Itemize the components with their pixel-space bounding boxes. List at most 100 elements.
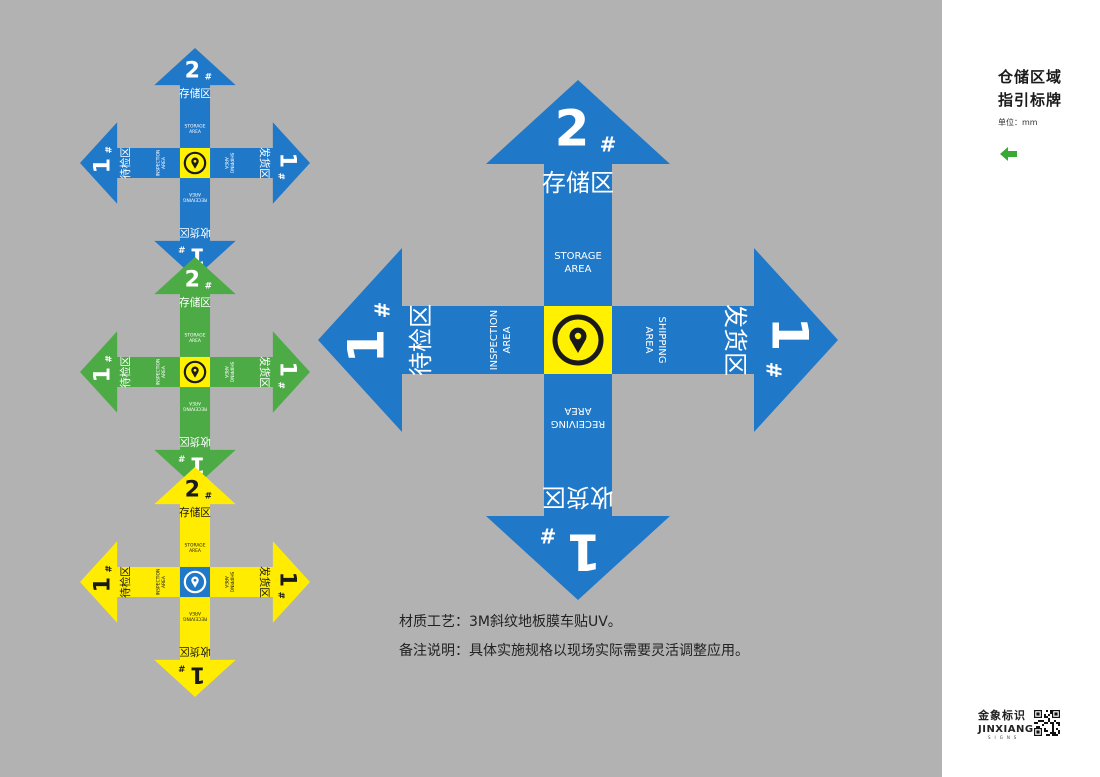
left-cn-label: 待检区 — [119, 356, 132, 388]
location-pin-icon — [552, 314, 604, 366]
location-pin-icon — [183, 151, 207, 175]
top-en-label-1: STORAGE — [185, 332, 206, 338]
top-en-label-2: AREA — [189, 338, 201, 344]
bottom-cn-label: 收货区 — [179, 435, 211, 448]
bottom-hash: # — [178, 452, 185, 462]
top-number: 2 — [185, 477, 200, 503]
left-hash: # — [105, 146, 115, 153]
left-cn-label: 待检区 — [119, 147, 132, 179]
small-green-sign: 2#存储区STORAGEAREA1#发货区SHIPPINGAREA1#收货区RE… — [80, 257, 310, 487]
top-cn-label: 存储区 — [179, 506, 211, 519]
right-en-label-2: AREA — [223, 576, 229, 588]
bottom-en-label-2: AREA — [189, 610, 201, 616]
logo-cn: 金象标识 — [978, 709, 1026, 722]
remark-note: 备注说明：具体实施规格以现场实际需要灵活调整应用。 — [399, 643, 749, 659]
top-number: 2 — [185, 58, 200, 84]
right-cn-label: 发货区 — [258, 147, 271, 179]
right-en-label-2: AREA — [223, 157, 229, 169]
right-en-label-1: SHIPPING — [229, 362, 235, 383]
right-number: 1 — [275, 153, 301, 168]
logo-en: JINXIANG — [978, 724, 1034, 735]
right-cn-label: 发货区 — [721, 304, 749, 376]
left-hash: # — [105, 565, 115, 572]
bottom-en-label-1: RECEIVING — [551, 418, 606, 429]
left-en-label-1: INSPECTION — [155, 569, 161, 596]
top-hash: # — [600, 133, 617, 157]
left-number: 1 — [90, 367, 116, 382]
top-cn-label: 存储区 — [179, 296, 211, 309]
bottom-hash: # — [540, 524, 557, 548]
bottom-hash: # — [178, 662, 185, 672]
left-cn-label: 待检区 — [407, 304, 435, 376]
left-en-label-1: INSPECTION — [155, 150, 161, 177]
bottom-cn-label: 收货区 — [179, 645, 211, 658]
right-cn-label: 发货区 — [258, 356, 271, 388]
qr-code-icon — [1034, 710, 1060, 736]
top-hash: # — [205, 492, 212, 502]
small-yellow-sign: 2#存储区STORAGEAREA1#发货区SHIPPINGAREA1#收货区RE… — [80, 467, 310, 697]
top-cn-label: 存储区 — [179, 87, 211, 100]
top-en-label-1: STORAGE — [185, 542, 206, 548]
bottom-number: 1 — [567, 523, 602, 581]
title-line-1: 仓储区域 — [998, 68, 1063, 86]
top-cn-label: 存储区 — [542, 169, 614, 197]
bottom-en-label-1: RECEIVING — [182, 616, 207, 622]
location-pin-icon — [183, 570, 207, 594]
left-number: 1 — [90, 158, 116, 173]
bottom-en-label-1: RECEIVING — [182, 197, 207, 203]
top-hash: # — [205, 73, 212, 83]
bottom-cn-label: 收货区 — [179, 226, 211, 239]
left-en-label-2: AREA — [161, 576, 167, 588]
right-hash: # — [275, 382, 285, 389]
side-panel — [942, 0, 1100, 777]
top-number: 2 — [555, 100, 590, 158]
brand-logo: 金象标识 JINXIANG SIGNS — [978, 707, 1034, 740]
bottom-number: 1 — [190, 662, 205, 688]
left-number: 1 — [90, 577, 116, 592]
left-en-label-1: INSPECTION — [155, 359, 161, 386]
top-en-label-2: AREA — [565, 264, 592, 275]
bottom-hash: # — [178, 243, 185, 253]
right-en-label-2: AREA — [643, 327, 654, 354]
right-en-label-1: SHIPPING — [229, 572, 235, 593]
right-number: 1 — [275, 362, 301, 377]
left-hash: # — [105, 355, 115, 362]
bottom-en-label-2: AREA — [189, 400, 201, 406]
right-cn-label: 发货区 — [258, 566, 271, 598]
left-en-label-2: AREA — [161, 157, 167, 169]
location-pin-icon — [183, 360, 207, 384]
left-number: 1 — [338, 329, 396, 364]
bottom-en-label-2: AREA — [189, 191, 201, 197]
top-en-label-1: STORAGE — [554, 251, 602, 262]
right-en-label-2: AREA — [223, 366, 229, 378]
left-en-label-2: AREA — [502, 326, 513, 353]
left-cn-label: 待检区 — [119, 566, 132, 598]
green-left-arrow-icon[interactable] — [1000, 147, 1018, 161]
bottom-en-label-1: RECEIVING — [182, 406, 207, 412]
small-blue-sign: 2#存储区STORAGEAREA1#发货区SHIPPINGAREA1#收货区RE… — [80, 48, 310, 278]
material-note: 材质工艺：3M斜纹地板膜车贴UV。 — [399, 614, 622, 630]
right-en-label-1: SHIPPING — [229, 153, 235, 174]
left-hash: # — [371, 302, 395, 319]
left-en-label-1: INSPECTION — [489, 310, 500, 371]
top-en-label-2: AREA — [189, 129, 201, 135]
bottom-cn-label: 收货区 — [542, 483, 614, 511]
right-hash: # — [275, 173, 285, 180]
right-en-label-1: SHIPPING — [656, 316, 667, 363]
top-arm: 2 # 存储区 STORAGE AREA — [542, 100, 616, 276]
top-number: 2 — [185, 267, 200, 293]
